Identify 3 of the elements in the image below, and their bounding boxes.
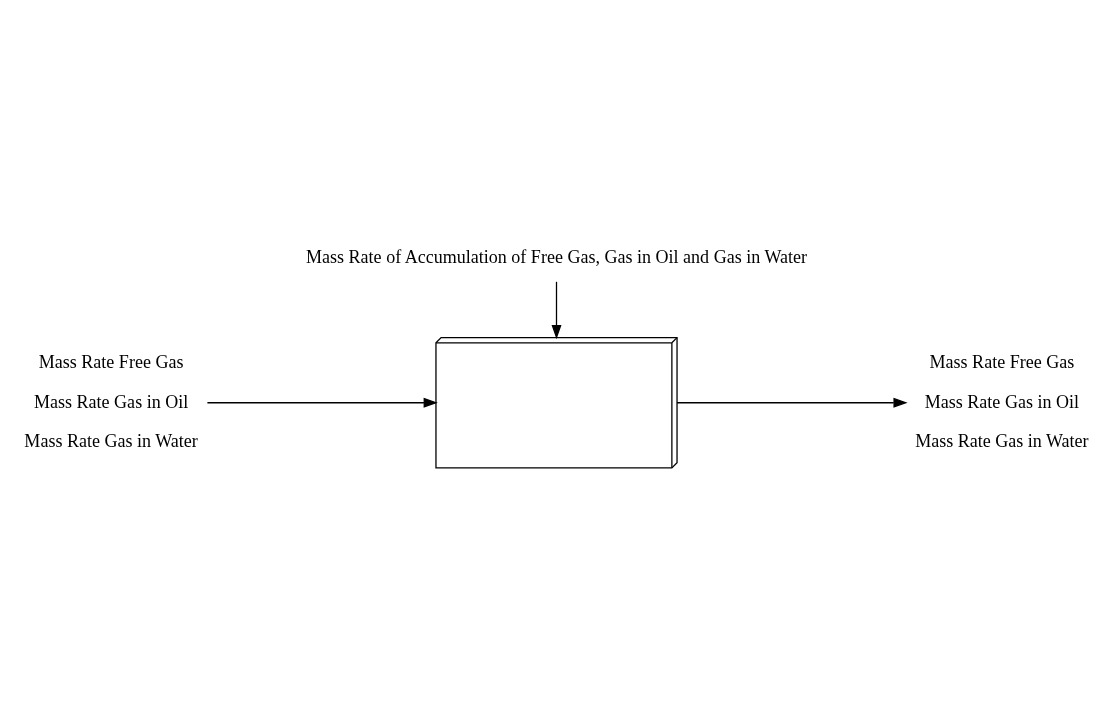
node-text: Mass Rate Free Gas Mass Rate Gas in Oil Mass Rate Gas in Water: [24, 351, 198, 451]
node-text: Mass Rate of Accumulation of Free Gas, Gas in Oil and Gas in Water: [306, 246, 807, 267]
node-text: Mass Rate Free Gas Mass Rate Gas in Oil Mass Rate Gas in Water: [915, 351, 1089, 451]
